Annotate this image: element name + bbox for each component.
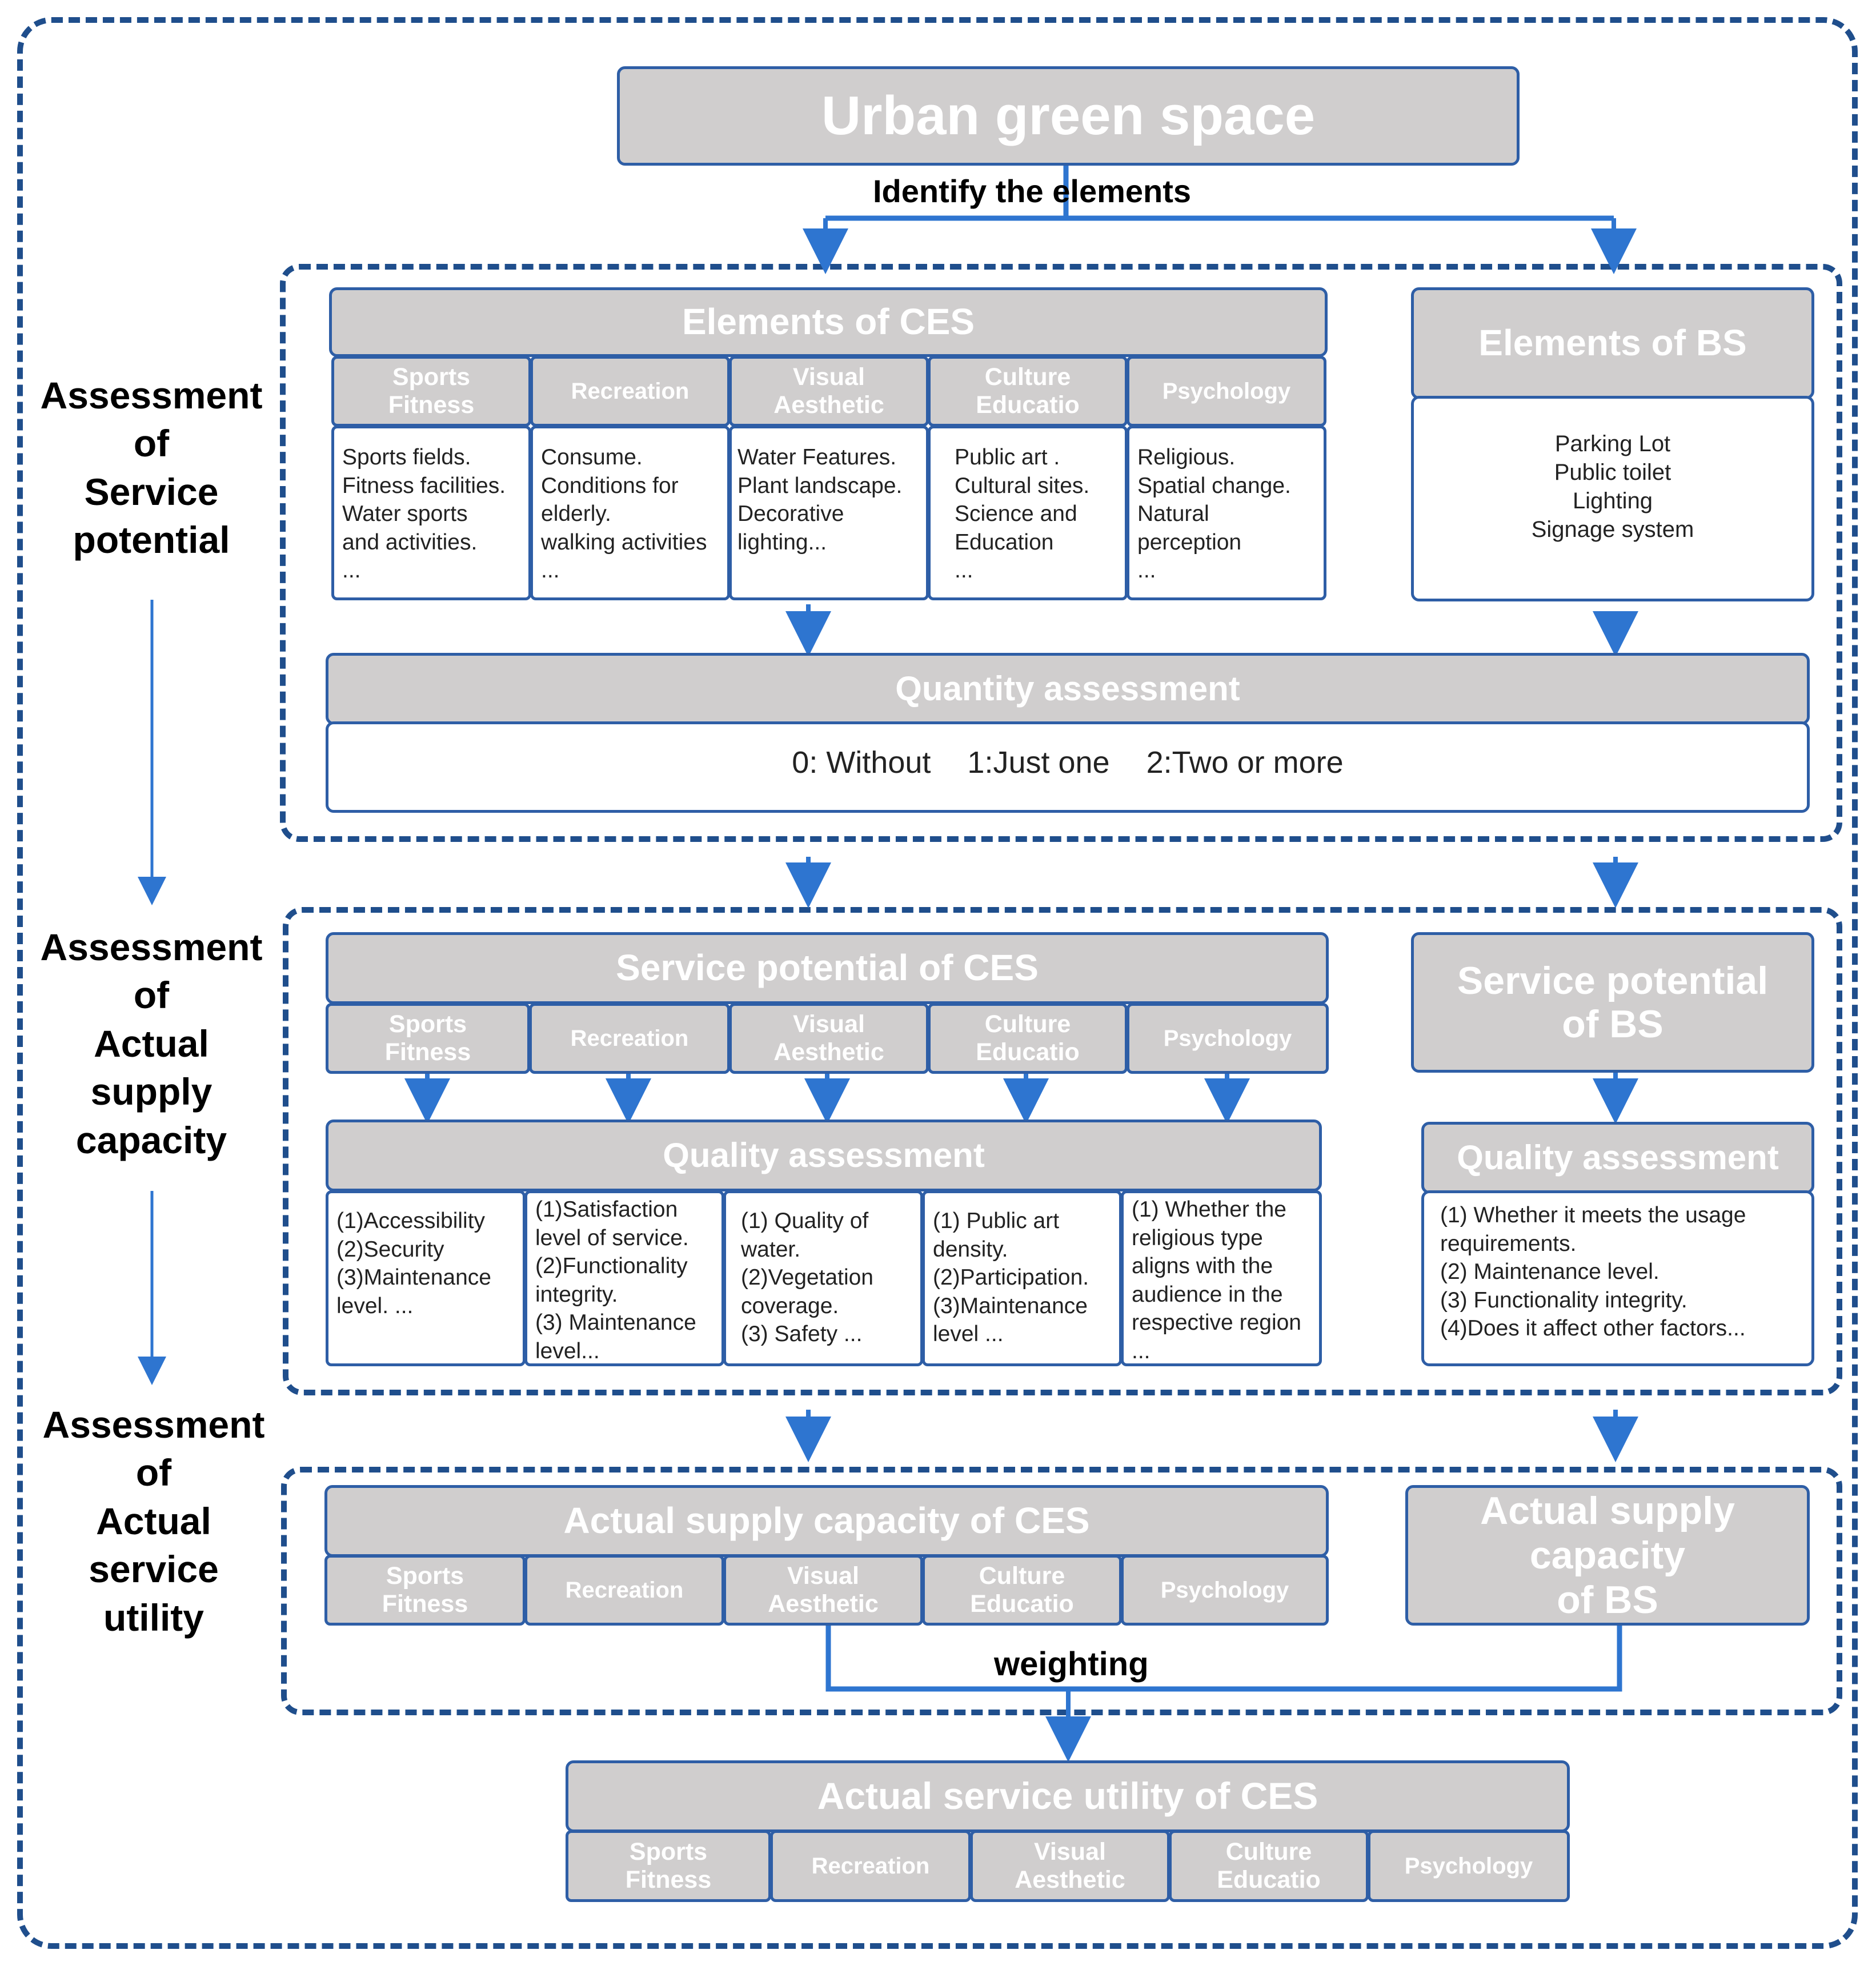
identify-elements-label: Identify the elements <box>873 173 1192 209</box>
s1-cat-sports-fitness: Sports Fitness <box>331 356 531 427</box>
r-cat-visual-aesthetic: Visual Aesthetic <box>970 1830 1170 1902</box>
s3-cat-recreation: Recreation <box>524 1555 724 1626</box>
quality-assessment-bs-header: Quality assessment <box>1421 1122 1814 1194</box>
s3-cat-culture-education: Culture Educatio <box>922 1555 1122 1626</box>
s2-quality-sports: (1)Accessibility (2)Security (3)Maintena… <box>326 1190 526 1366</box>
bs-element-parking-lot: Parking Lot <box>1554 431 1671 456</box>
quantity-level-0: 0: Without <box>792 745 931 780</box>
s1-element-list-psychology: Religious. Spatial change. Natural perce… <box>1127 426 1326 600</box>
s2-cat-culture-education: Culture Educatio <box>928 1003 1128 1074</box>
stage3-label: Assessment of Actual service utility <box>42 1403 265 1639</box>
s2-cat-recreation: Recreation <box>529 1003 730 1074</box>
s2-quality-visual: (1) Quality of water. (2)Vegetation cove… <box>723 1190 923 1366</box>
actual-supply-ces-header: Actual supply capacity of CES <box>324 1485 1329 1557</box>
s2-quality-culture: (1) Public art density. (2)Participation… <box>922 1190 1122 1366</box>
bs-element-signage-system: Signage system <box>1531 517 1694 542</box>
stage1-label: Assessment of Service potential <box>40 374 263 561</box>
s3-cat-visual-aesthetic: Visual Aesthetic <box>723 1555 923 1626</box>
weighting-label: weighting <box>994 1646 1149 1683</box>
bs-elements-list: Parking Lot Public toilet Lighting Signa… <box>1411 396 1814 601</box>
actual-supply-bs-header: Actual supply capacity of BS <box>1405 1485 1810 1626</box>
s1-element-list-culture: Public art . Cultural sites. Science and… <box>928 426 1128 600</box>
stage2-panel <box>283 907 1842 1395</box>
stage3-panel <box>281 1467 1842 1715</box>
s1-element-list-sports: Sports fields. Fitness facilities. Water… <box>331 426 531 600</box>
s1-element-list-recreation: Consume. Conditions for elderly. walking… <box>530 426 730 600</box>
s1-cat-culture-education: Culture Educatio <box>928 356 1128 427</box>
s3-cat-sports-fitness: Sports Fitness <box>324 1555 526 1626</box>
s1-cat-psychology: Psychology <box>1127 356 1326 427</box>
s1-cat-recreation: Recreation <box>530 356 730 427</box>
outer-frame <box>17 17 1858 1949</box>
stage2-label: Assessment of Actual supply capacity <box>40 926 263 1161</box>
quality-assessment-ces-header: Quality assessment <box>326 1120 1322 1191</box>
r-cat-psychology: Psychology <box>1368 1830 1570 1902</box>
quantity-level-1: 1:Just one <box>967 745 1110 780</box>
s3-cat-psychology: Psychology <box>1121 1555 1329 1626</box>
s2-quality-psychology: (1) Whether the religious type aligns wi… <box>1121 1190 1322 1366</box>
quantity-scale-panel: 0: Without 1:Just one 2:Two or more <box>326 721 1810 813</box>
s2-cat-sports-fitness: Sports Fitness <box>326 1003 530 1074</box>
elements-of-bs-header: Elements of BS <box>1411 287 1814 399</box>
bs-quality-criteria: (1) Whether it meets the usage requireme… <box>1421 1190 1814 1366</box>
actual-service-utility-header: Actual service utility of CES <box>566 1760 1570 1832</box>
quantity-level-2: 2:Two or more <box>1146 745 1344 780</box>
r-cat-recreation: Recreation <box>770 1830 971 1902</box>
stage1-panel <box>280 264 1842 842</box>
bs-element-public-toilet: Public toilet <box>1554 460 1671 485</box>
s2-cat-psychology: Psychology <box>1127 1003 1329 1074</box>
bs-element-lighting: Lighting <box>1572 488 1653 513</box>
s1-element-list-visual: Water Features. Plant landscape. Decorat… <box>729 426 929 600</box>
elements-of-ces-header: Elements of CES <box>329 287 1328 357</box>
service-potential-bs-header: Service potential of BS <box>1411 932 1814 1073</box>
service-potential-ces-header: Service potential of CES <box>326 932 1329 1004</box>
s1-cat-visual-aesthetic: Visual Aesthetic <box>729 356 929 427</box>
r-cat-culture-education: Culture Educatio <box>1169 1830 1369 1902</box>
s2-quality-recreation: (1)Satisfaction level of service. (2)Fun… <box>524 1190 724 1366</box>
urban-green-space-title: Urban green space <box>617 66 1520 166</box>
weighting-line <box>825 1626 1622 1692</box>
quantity-assessment-header: Quantity assessment <box>326 653 1810 725</box>
s2-cat-visual-aesthetic: Visual Aesthetic <box>729 1003 929 1074</box>
r-cat-sports-fitness: Sports Fitness <box>566 1830 771 1902</box>
